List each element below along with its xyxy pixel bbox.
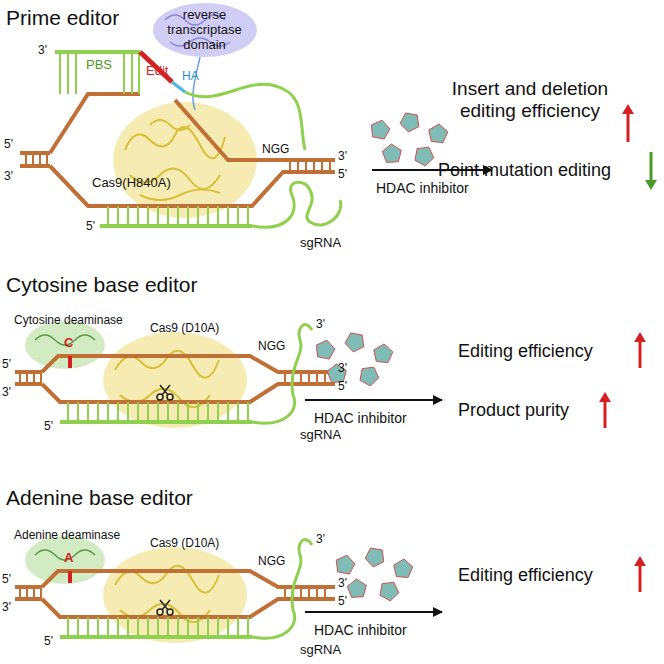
text-label: 5' — [86, 220, 95, 234]
trend-arrow — [650, 152, 653, 182]
process-arrow — [305, 611, 442, 613]
text-label: A — [64, 551, 73, 566]
text-label: Insert and deletion editing efficiency — [440, 78, 620, 122]
text-label: sgRNA — [300, 236, 341, 251]
text-label: NGG — [258, 340, 285, 354]
text-label: 5' — [338, 168, 347, 182]
shape — [115, 566, 219, 622]
text-label: 5' — [4, 138, 13, 152]
prime-editor-illustration — [20, 3, 341, 227]
text-label: 5' — [2, 573, 11, 587]
text-label: 5' — [338, 380, 347, 394]
trend-arrow — [645, 180, 657, 190]
inhibitor-molecule — [380, 582, 399, 601]
trend-arrow — [627, 112, 630, 142]
text-label: HDAC inhibitor — [314, 410, 407, 426]
cytosine-base-editor-illustration — [15, 321, 335, 428]
text-label: PBS — [84, 58, 114, 73]
inhibitor-molecule — [371, 120, 390, 139]
inhibitor-molecule — [347, 579, 366, 597]
inhibitor-molecule — [365, 548, 384, 567]
dna-strand — [42, 571, 335, 587]
text-label: Editing efficiency — [458, 565, 593, 586]
text-label: HDAC inhibitor — [376, 180, 469, 196]
text-label: sgRNA — [300, 428, 341, 443]
sgrna — [252, 325, 312, 424]
text-label: 3' — [2, 601, 11, 615]
sgrna — [252, 540, 312, 639]
text-label: 3' — [338, 150, 347, 164]
scissors-icon — [160, 600, 170, 610]
text-label: Product purity — [458, 400, 569, 421]
inhibitor-molecule — [336, 555, 355, 574]
trend-arrow — [634, 332, 646, 342]
text-label: 5' — [44, 420, 53, 434]
inhibitor-molecule — [415, 147, 434, 166]
text-label: Cas9 (D10A) — [150, 322, 219, 336]
shape — [15, 372, 42, 384]
inhibitor-molecule — [400, 113, 419, 132]
text-label: NGG — [262, 143, 289, 157]
text-label: Editing efficiency — [458, 341, 593, 362]
text-label: 5' — [338, 595, 347, 609]
text-label: HA — [182, 70, 199, 84]
shape — [15, 587, 42, 599]
text-label: 3' — [316, 318, 325, 332]
inhibitor-molecule — [374, 344, 393, 363]
shape — [68, 402, 248, 422]
text-label: 3' — [38, 44, 47, 58]
trend-arrow — [622, 104, 634, 114]
scissors-icon — [160, 385, 170, 395]
trend-arrow — [639, 564, 642, 592]
text-label: 3' — [4, 170, 13, 184]
text-label: sgRNA — [300, 643, 341, 658]
target-base — [68, 571, 72, 583]
process-arrow — [305, 399, 442, 401]
inhibitor-molecule — [429, 124, 448, 143]
shape — [20, 587, 41, 599]
deaminase — [25, 536, 105, 584]
text-label: NGG — [258, 555, 285, 569]
inhibitor-molecule — [394, 559, 413, 578]
inhibitor-molecule — [360, 367, 379, 386]
inhibitor-molecule — [345, 333, 364, 352]
text-label: 3' — [338, 362, 347, 376]
text-label: Adenine deaminase — [14, 529, 120, 543]
text-label: 5' — [44, 635, 53, 649]
text-label: 3' — [338, 577, 347, 591]
text-label: Point mutation editing — [438, 160, 611, 181]
inhibitor-molecule — [382, 144, 401, 162]
text-label: 3' — [316, 533, 325, 547]
inhibitor-molecule — [316, 340, 335, 359]
shape — [115, 351, 219, 407]
cas9-protein — [103, 547, 247, 643]
trend-arrow — [634, 556, 646, 566]
text-label: 5' — [2, 358, 11, 372]
trend-arrow — [599, 392, 611, 402]
shape — [20, 372, 41, 384]
deaminase — [25, 321, 105, 369]
section-title: Cytosine base editor — [6, 273, 197, 297]
text-label: 3' — [2, 386, 11, 400]
section-title: Adenine base editor — [6, 486, 193, 510]
text-label: Cytosine deaminase — [14, 314, 123, 328]
trend-arrow — [639, 340, 642, 368]
target-base — [68, 356, 72, 368]
shape — [68, 617, 248, 637]
text-label: Cas9(H840A) — [92, 176, 171, 191]
cas9-protein — [103, 332, 247, 428]
dna-strand — [42, 356, 335, 372]
arrows-and-inhibitors — [305, 104, 657, 612]
section-title: Prime editor — [6, 6, 119, 30]
text-label: Edit — [146, 64, 168, 79]
trend-arrow — [604, 400, 607, 428]
text-label: Cas9 (D10A) — [150, 537, 219, 551]
text-label: HDAC inhibitor — [314, 622, 407, 638]
text-label: reverse transcriptase domain — [147, 8, 262, 53]
adenine-base-editor-illustration — [15, 536, 335, 643]
text-label: C — [64, 336, 73, 351]
